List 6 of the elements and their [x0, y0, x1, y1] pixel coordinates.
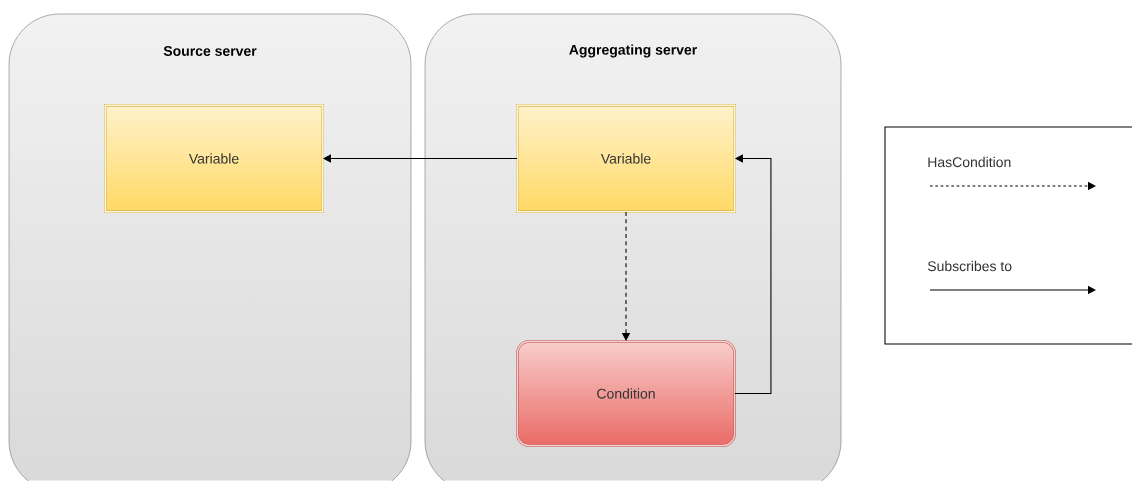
arrow	[734, 154, 772, 395]
condition-box: Condition	[516, 340, 736, 447]
legend-label: Subscribes to	[927, 260, 1012, 272]
variable-box: Variable	[104, 103, 324, 214]
variable-box: Variable	[516, 103, 736, 214]
legend-label: HasCondition	[928, 156, 1011, 168]
